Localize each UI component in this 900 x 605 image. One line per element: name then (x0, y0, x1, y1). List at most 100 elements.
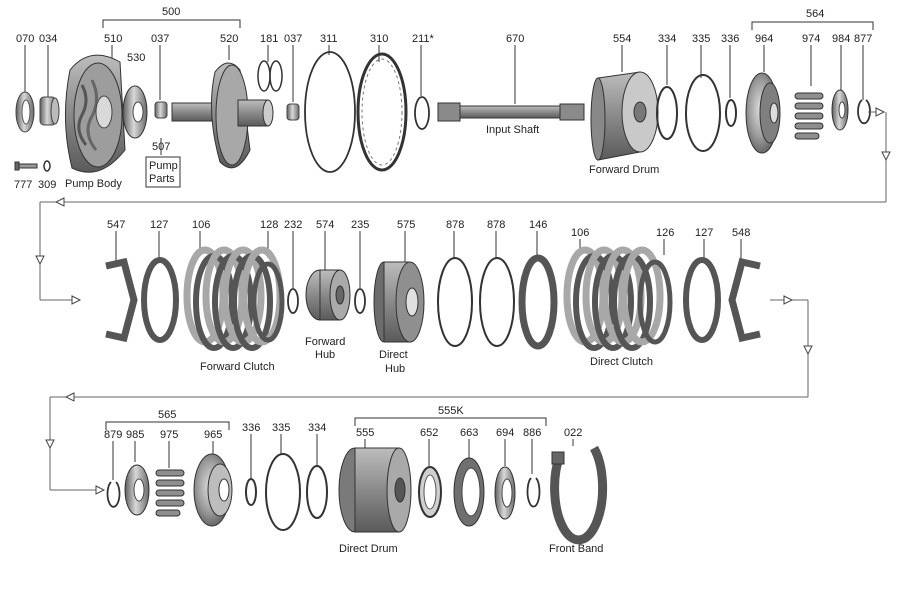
group-label-564: 564 (806, 8, 824, 20)
part-037b-bushing (286, 103, 300, 121)
part-label-336b: 336 (242, 422, 260, 434)
caption-direct-hub-2: Hub (385, 363, 405, 375)
part-181-seal-rings (257, 60, 283, 92)
part-574-forward-hub: Forward Hub (305, 269, 351, 361)
part-335a-ring (685, 74, 721, 152)
part-128-plate (251, 261, 285, 343)
part-label-022: 022 (564, 427, 582, 439)
part-label-311: 311 (320, 33, 338, 45)
group-bracket-564: 564 (751, 8, 874, 30)
part-label-974: 974 (802, 33, 820, 45)
part-547-pressure-plate-ring (105, 257, 138, 343)
group-label-555k: 555K (438, 405, 464, 417)
part-694-washer (494, 466, 516, 520)
part-label-670: 670 (506, 33, 524, 45)
part-335b-ring (265, 453, 301, 531)
part-label-878a: 878 (446, 219, 464, 231)
caption-front-band: Front Band (549, 543, 603, 555)
part-670-input-shaft: Input Shaft (437, 102, 585, 136)
group-label-565: 565 (158, 409, 176, 421)
part-975-springs (155, 469, 185, 517)
part-878b-snap-ring (479, 257, 515, 347)
part-311-o-ring (304, 51, 356, 173)
part-037a-bushing (154, 101, 168, 119)
part-label-034: 034 (39, 33, 57, 45)
part-label-232: 232 (284, 219, 302, 231)
part-label-334a: 334 (658, 33, 676, 45)
leader-lines-row1 (24, 45, 864, 155)
part-label-530: 530 (127, 52, 145, 64)
part-label-555: 555 (356, 427, 374, 439)
part-106b-direct-clutch-pack (563, 246, 664, 351)
part-label-878b: 878 (487, 219, 505, 231)
part-label-126: 126 (656, 227, 674, 239)
group-bracket-555k: 555K (354, 405, 547, 426)
part-211-ring (414, 96, 430, 130)
part-label-574: 574 (316, 219, 334, 231)
caption-input-shaft: Input Shaft (486, 124, 539, 136)
part-070-seal (15, 91, 35, 133)
part-310-gasket (356, 52, 408, 172)
part-label-335a: 335 (692, 33, 710, 45)
part-886-snap-ring (526, 477, 541, 508)
part-034-bushing (39, 96, 60, 126)
part-127b-plate (683, 257, 721, 343)
part-label-335b: 335 (272, 422, 290, 434)
part-334a-ring (656, 86, 678, 140)
part-label-211: 211* (412, 33, 435, 45)
caption-direct-hub-1: Direct (379, 349, 408, 361)
part-235-ring (354, 288, 366, 314)
part-877-snap-ring (857, 99, 871, 125)
part-label-334b: 334 (308, 422, 326, 434)
part-label-070: 070 (16, 33, 34, 45)
part-label-336a: 336 (721, 33, 739, 45)
part-663-race (453, 457, 485, 527)
part-label-127a: 127 (150, 219, 168, 231)
part-label-964: 964 (755, 33, 773, 45)
part-336a-ring (725, 99, 737, 127)
part-520-pump-cover (171, 62, 274, 169)
part-334b-ring (306, 465, 328, 519)
group-bracket-565: 565 (105, 409, 230, 430)
part-label-310: 310 (370, 33, 388, 45)
part-label-309: 309 (38, 179, 56, 191)
part-530-gear (122, 85, 148, 139)
caption-forward-drum: Forward Drum (589, 164, 659, 176)
part-879-snap-ring (106, 481, 121, 508)
caption-forward-hub-1: Forward (305, 336, 345, 348)
caption-direct-clutch: Direct Clutch (590, 356, 653, 368)
caption-forward-clutch: Forward Clutch (200, 361, 275, 373)
part-label-652: 652 (420, 427, 438, 439)
caption-pump-body: Pump Body (65, 178, 122, 190)
flow-arrow-2 (45, 295, 813, 495)
caption-forward-hub-2: Hub (315, 349, 335, 361)
part-label-181: 181 (260, 33, 278, 45)
part-label-128: 128 (260, 219, 278, 231)
part-label-777: 777 (14, 179, 32, 191)
part-127a-plate (141, 257, 179, 343)
part-965-piston (193, 453, 233, 527)
part-146-plate (518, 254, 558, 350)
caption-pump-parts-2: Parts (149, 173, 175, 185)
part-label-037b: 037 (284, 33, 302, 45)
part-548-pressure-plate-ring (728, 257, 761, 343)
part-232-ring (287, 288, 299, 314)
part-309-o-ring (43, 160, 51, 172)
part-label-547: 547 (107, 219, 125, 231)
pump-parts-box: Pump Parts (145, 156, 181, 188)
part-label-965: 965 (204, 429, 222, 441)
part-label-975: 975 (160, 429, 178, 441)
part-554-forward-drum: Forward Drum (589, 71, 659, 176)
caption-pump-parts-1: Pump (149, 160, 178, 172)
flow-arrow-1 (35, 107, 891, 305)
part-555-direct-drum: Direct Drum (338, 447, 412, 555)
part-336b-ring (245, 478, 257, 506)
part-label-520: 520 (220, 33, 238, 45)
part-label-037a: 037 (151, 33, 169, 45)
part-label-886: 886 (523, 427, 541, 439)
part-label-694: 694 (496, 427, 514, 439)
part-label-510: 510 (104, 33, 122, 45)
part-label-877: 877 (854, 33, 872, 45)
